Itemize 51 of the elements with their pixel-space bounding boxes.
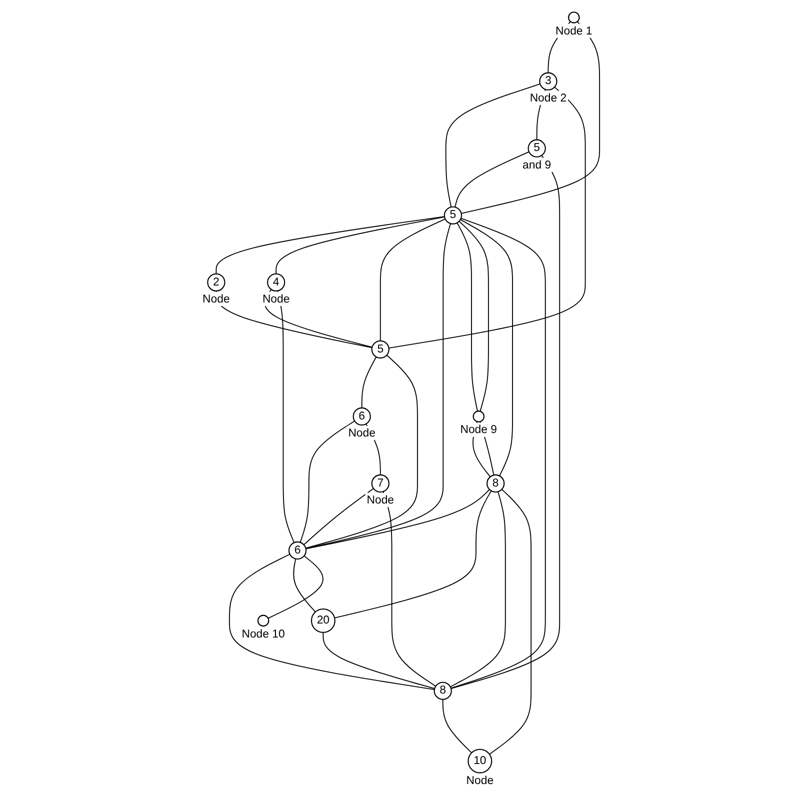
connector	[361, 356, 376, 408]
connector	[228, 554, 435, 690]
node-circle: 5	[527, 139, 546, 158]
node-caption: and 9	[522, 159, 551, 172]
node-circle	[472, 410, 484, 422]
connector	[488, 488, 532, 755]
node-circle	[568, 12, 580, 24]
connector	[382, 491, 436, 687]
connector	[456, 222, 478, 412]
connector	[303, 488, 374, 546]
connector	[454, 151, 530, 208]
connector	[305, 489, 490, 550]
node-caption: Node	[262, 293, 290, 306]
node-circle: 4	[266, 273, 285, 292]
node-circle: 20	[310, 608, 336, 633]
connector	[275, 216, 445, 274]
connector	[442, 698, 472, 754]
node-circle: 8	[433, 682, 452, 700]
node-circle: 6	[352, 407, 371, 426]
connector	[292, 558, 316, 612]
node-circle: 7	[370, 474, 390, 493]
node-caption: Node	[348, 427, 376, 440]
node-caption: Node 9	[460, 424, 497, 436]
node-circle: 6	[288, 541, 306, 560]
connector	[305, 223, 451, 550]
connector	[445, 84, 540, 208]
connector	[267, 555, 324, 619]
node-caption: Node 1	[555, 25, 592, 38]
node-circle: 3	[538, 72, 557, 90]
connector	[450, 154, 560, 689]
node-caption: Node 2	[529, 92, 566, 104]
node-circle: 2	[206, 273, 225, 292]
connector	[215, 216, 445, 274]
connector	[450, 218, 546, 689]
connector	[334, 490, 492, 618]
node-circle: 5	[370, 340, 390, 358]
connector	[458, 220, 489, 412]
node-caption: Node	[202, 293, 230, 306]
node-caption: Node	[366, 494, 394, 506]
node-caption: Node 10	[241, 628, 284, 640]
connector	[450, 491, 506, 688]
node-circle: 5	[444, 206, 462, 224]
node-circle	[257, 614, 269, 627]
node-circle: 8	[486, 474, 504, 493]
node-caption: Node	[466, 775, 494, 788]
connector	[380, 218, 446, 342]
connector	[322, 632, 435, 690]
connector	[264, 289, 372, 348]
node-circle: 10	[467, 748, 492, 774]
connector	[304, 354, 418, 549]
connector	[299, 420, 355, 543]
